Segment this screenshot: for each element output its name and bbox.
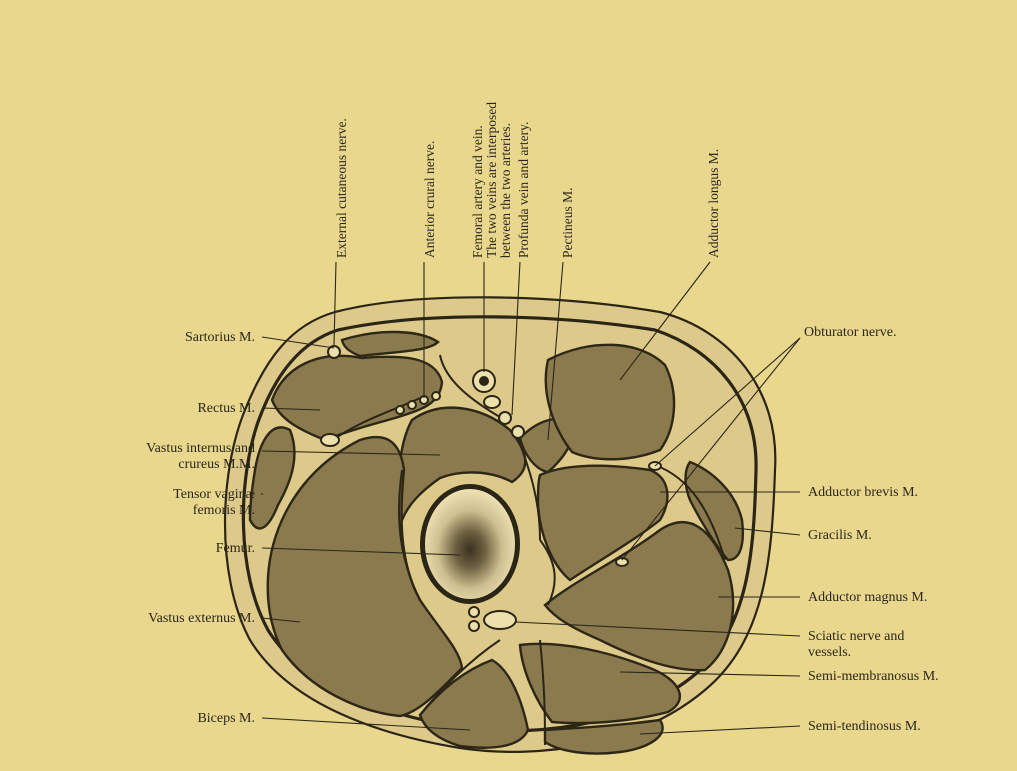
cross-section xyxy=(225,297,775,753)
label-sartorius: Sartorius M. xyxy=(185,330,255,345)
label-biceps: Biceps M. xyxy=(197,711,255,726)
label-vastus-externus: Vastus externus M. xyxy=(148,611,255,626)
profunda-vessel-mark-2 xyxy=(512,426,524,438)
label-semimembranosus: Semi-membranosus M. xyxy=(808,669,939,684)
label-sciatic-vessels: vessels. xyxy=(808,645,851,660)
label-femoris: femoris M. xyxy=(193,503,255,518)
crural-nerve-branch-2 xyxy=(408,401,416,409)
label-adductor-brevis: Adductor brevis M. xyxy=(808,485,918,500)
right-labels: Obturator nerve. Adductor brevis M. Grac… xyxy=(804,325,939,734)
profunda-vessel-mark-1 xyxy=(499,412,511,424)
label-femoral-between-arteries: between the two arteries. xyxy=(498,123,513,258)
label-anterior-crural-nerve: Anterior crural nerve. xyxy=(422,141,437,258)
label-adductor-longus: Adductor longus M. xyxy=(706,149,721,258)
femoral-vein-mark xyxy=(484,396,500,408)
label-external-cutaneous-nerve: External cutaneous nerve. xyxy=(334,118,349,258)
femoral-artery-lumen xyxy=(479,376,489,386)
sciatic-vessel-mark-2 xyxy=(469,621,479,631)
label-tensor-vaginae: Tensor vaginæ xyxy=(173,487,255,502)
top-labels: External cutaneous nerve. Anterior crura… xyxy=(334,102,721,258)
label-adductor-magnus: Adductor magnus M. xyxy=(808,590,927,605)
label-femur: Femur. xyxy=(216,541,255,556)
sciatic-vessel-mark-1 xyxy=(469,607,479,617)
label-rectus: Rectus M. xyxy=(197,401,255,416)
label-semitendinosus: Semi-tendinosus M. xyxy=(808,719,921,734)
label-gracilis: Gracilis M. xyxy=(808,528,872,543)
crural-nerve-branch-4 xyxy=(432,392,440,400)
label-pectineus: Pectineus M. xyxy=(560,188,575,259)
sciatic-nerve-mark xyxy=(484,611,516,629)
crural-nerve-branch-1 xyxy=(396,406,404,414)
label-sciatic-nerve: Sciatic nerve and xyxy=(808,629,904,644)
label-vastus-internus: Vastus internus and xyxy=(146,441,255,456)
label-femoral-artery-vein: Femoral artery and vein. xyxy=(470,125,485,258)
label-crureus: crureus M.M. xyxy=(178,457,255,472)
label-obturator-nerve: Obturator nerve. xyxy=(804,325,897,340)
adductor-longus-muscle xyxy=(546,345,674,459)
label-profunda: Profunda vein and artery. xyxy=(516,122,531,258)
label-femoral-veins-interposed: The two veins are interposed xyxy=(484,102,499,258)
femur-cortex xyxy=(425,489,515,599)
saphenous-mark xyxy=(321,434,339,446)
